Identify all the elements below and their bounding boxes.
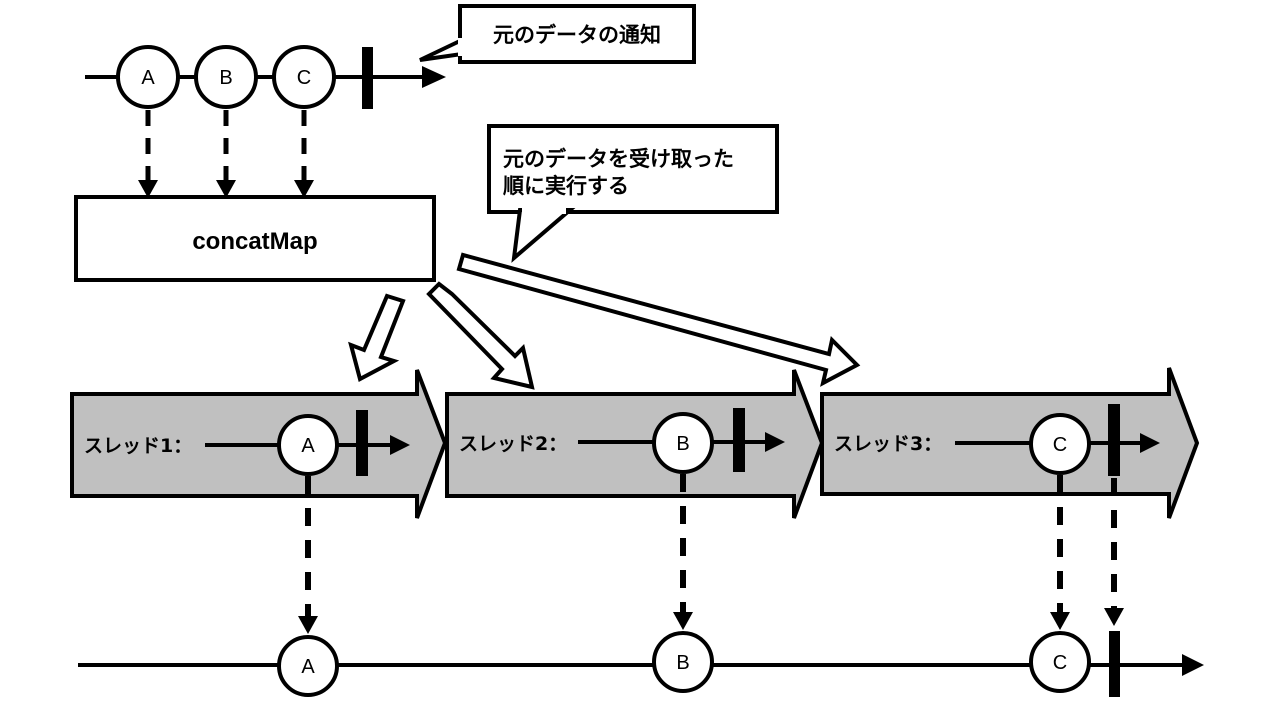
thread-3-arrowhead [1140,433,1160,453]
operator-callout-box [487,124,779,214]
thread-2-label: スレッド2： [459,433,567,455]
thread-1-label: スレッド1： [84,435,192,457]
operator-label: concatMap [192,228,317,255]
source-item-a [116,45,180,109]
output-complete-marker [1109,631,1120,697]
thread-1: スレッド1： A [70,369,448,519]
output-item-c-label: C [1053,652,1067,674]
source-item-c-label: C [297,67,311,89]
output-timeline: A B C [78,631,1204,697]
operator-to-thread-arrows [348,252,861,390]
thread-2-item [652,412,714,474]
source-callout-tail-mask [458,38,466,56]
dashed-arrowhead-out-b [673,612,693,630]
dashed-arrowhead-out-c [1050,612,1070,630]
source-item-b [194,45,258,109]
thread-1-item-label: A [301,435,315,457]
thread-3-item-label: C [1053,434,1067,456]
operator-callout-line1: 元のデータを受け取った [503,147,734,171]
block-arrow-thread1 [348,293,406,382]
source-complete-marker [362,47,373,109]
dashed-arrowhead-b [216,180,236,198]
block-arrow-thread2 [426,281,535,390]
thread-2: スレッド2： B [445,369,825,519]
thread-2-complete-marker [733,408,745,472]
operator-box-rect [74,195,436,282]
source-callout-tail [419,36,464,62]
source-callout: 元のデータの通知 [419,4,696,64]
thread-3-complete-marker [1108,404,1120,476]
dashed-arrowhead-out-a [298,616,318,634]
operator-callout-tail-mask [522,206,566,214]
thread-1-arrowhead [390,435,410,455]
source-callout-box [458,4,696,64]
source-to-operator-arrows [138,110,314,198]
output-item-a [277,635,339,697]
block-arrow-thread3 [456,252,861,387]
output-timeline-arrowhead [1182,654,1204,676]
source-timeline: A B C [85,45,446,109]
source-item-a-label: A [141,67,155,89]
dashed-arrowhead-c [294,180,314,198]
thread-3-label: スレッド3： [834,433,942,455]
operator-box: concatMap [74,195,436,282]
dashed-arrowhead-out-complete [1104,608,1124,626]
output-item-b-label: B [676,652,689,674]
output-item-a-label: A [301,656,315,678]
source-callout-text: 元のデータの通知 [493,23,661,47]
operator-callout-line2: 順に実行する [503,174,629,198]
source-timeline-arrowhead [422,66,446,88]
operator-callout: 元のデータを受け取った 順に実行する [487,124,779,263]
source-item-b-label: B [219,67,232,89]
thread-3-item [1029,413,1091,475]
thread-2-arrowhead [765,432,785,452]
thread-to-output-arrows [298,474,1124,634]
thread-1-item [277,414,339,476]
operator-callout-tail [511,208,576,263]
output-item-b [652,631,714,693]
source-item-c [272,45,336,109]
dashed-arrowhead-a [138,180,158,198]
output-item-c [1029,631,1091,693]
thread-3: スレッド3： C [820,367,1200,519]
thread-1-complete-marker [356,410,368,476]
thread-2-item-label: B [676,433,689,455]
